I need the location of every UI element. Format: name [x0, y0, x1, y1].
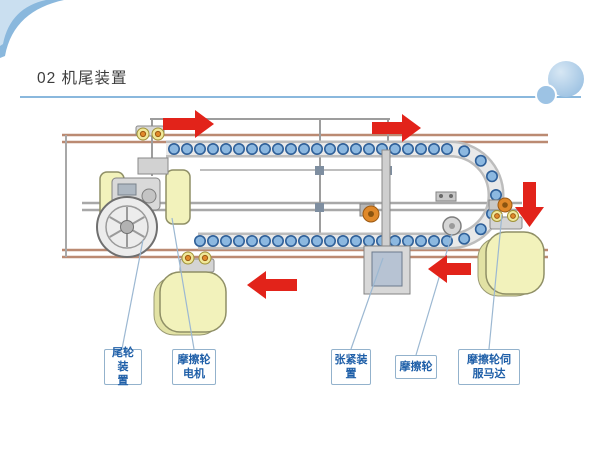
callout-line-friction-motor — [171, 217, 195, 350]
callout-lines — [121, 213, 503, 356]
friction-wheel-servo-label: 摩擦轮伺 服马达 — [458, 349, 520, 385]
carrier-hanger-right — [477, 210, 545, 297]
flow-arrow-right-side — [515, 182, 544, 227]
circle-decoration-small — [535, 84, 557, 106]
flow-arrows — [163, 110, 544, 299]
flow-arrow-top-center — [372, 114, 421, 142]
flow-arrow-bottom-center — [247, 271, 297, 299]
friction-wheel-label: 摩擦轮 — [395, 355, 437, 379]
page-title: 02 机尾装置 — [37, 70, 128, 87]
tension-device-label: 张紧装 置 — [331, 349, 371, 385]
callout-line-tension — [350, 257, 384, 350]
friction-wheel-motor-label: 摩擦轮 电机 — [172, 349, 216, 385]
guide-mechanism — [435, 191, 457, 202]
friction-wheel-servo-motor — [488, 197, 513, 213]
tail-wheel-assembly — [96, 157, 191, 258]
corner-wave-decoration — [0, 0, 64, 58]
callout-line-servo — [488, 213, 503, 350]
flow-arrow-bottom-right — [428, 255, 471, 283]
rail-trolley-top-left — [135, 125, 165, 141]
title-divider-line — [20, 96, 581, 98]
callout-line-tail-wheel — [121, 239, 144, 350]
tension-device — [359, 149, 411, 295]
tail-wheel-device-label: 尾轮装 置 — [104, 347, 142, 387]
corner-wave-inner — [0, 0, 46, 46]
flow-arrow-top-left — [163, 110, 214, 138]
callout-line-friction-wheel — [415, 233, 453, 356]
friction-wheel — [442, 216, 462, 236]
frame-joints — [315, 166, 392, 212]
